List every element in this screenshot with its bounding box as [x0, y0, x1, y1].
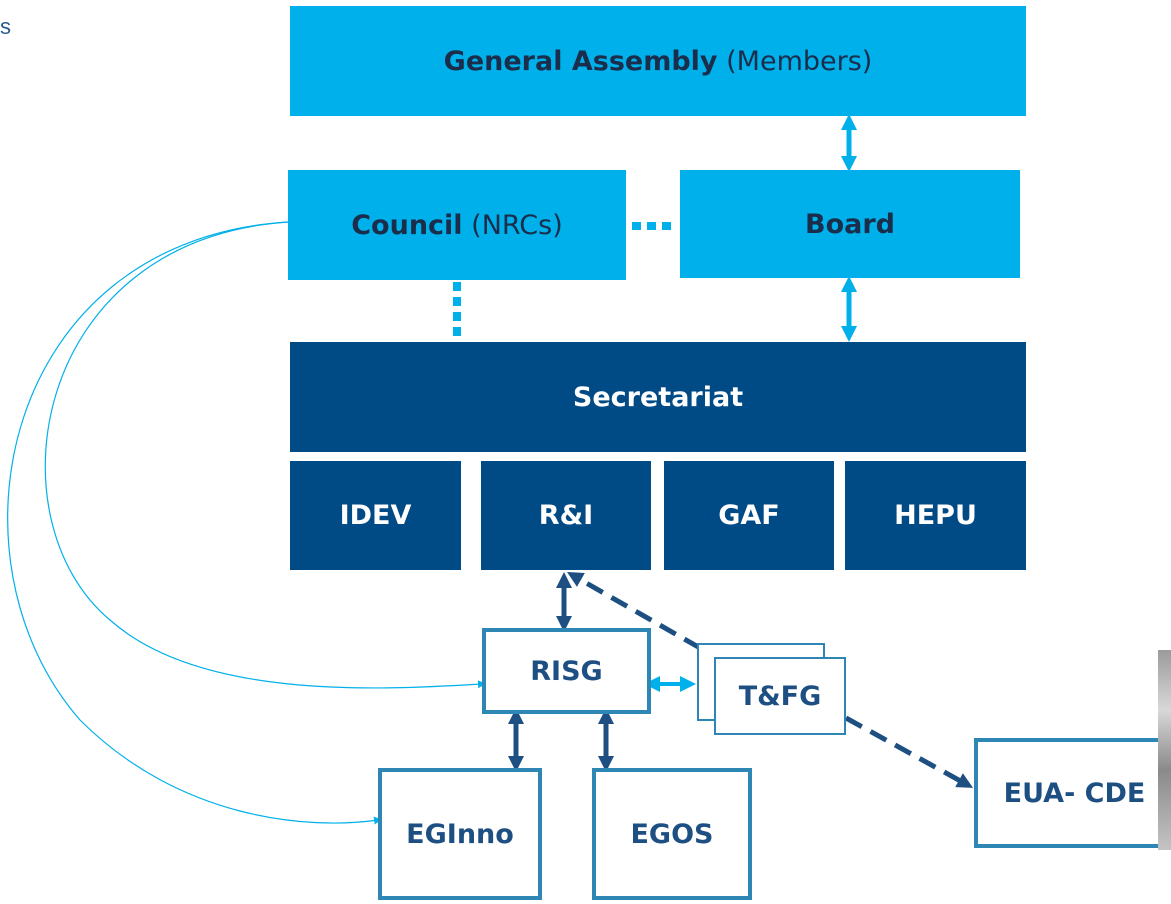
board-box: Board: [680, 170, 1020, 278]
tfg-box: T&FG: [714, 657, 846, 735]
unit-gaf-box: GAF: [664, 461, 834, 570]
eua-cde-title: EUA- CDE: [1003, 777, 1146, 809]
council-to-risg-curve: [44, 221, 486, 689]
general-assembly-title: General Assembly: [443, 45, 718, 77]
eginno-box: EGInno: [378, 768, 542, 900]
secretariat-box: Secretariat: [290, 342, 1026, 452]
eua-cde-box: EUA- CDE: [974, 738, 1171, 848]
unit-idev-box: IDEV: [290, 461, 461, 570]
corner-label: s: [0, 14, 11, 39]
unit-ri-box: R&I: [481, 461, 651, 570]
unit-gaf-label: GAF: [718, 500, 780, 531]
general-assembly-subtitle: (Members): [726, 45, 873, 77]
secretariat-title: Secretariat: [572, 381, 744, 413]
egos-title: EGOS: [630, 818, 714, 850]
tfg-eua-dashed-arrow: [844, 715, 974, 788]
ri-tfg-dashed-arrow: [567, 572, 702, 651]
general-assembly-box: General Assembly (Members): [290, 6, 1026, 116]
egos-box: EGOS: [592, 768, 752, 900]
council-subtitle: (NRCs): [471, 209, 563, 241]
unit-idev-label: IDEV: [339, 500, 412, 531]
risg-title: RISG: [530, 655, 603, 687]
board-title: Board: [805, 208, 895, 240]
eginno-title: EGInno: [406, 818, 514, 850]
council-box: Council (NRCs): [288, 170, 626, 280]
unit-hepu-label: HEPU: [894, 500, 977, 531]
tfg-title: T&FG: [738, 680, 822, 712]
council-to-eginno-curve: [7, 221, 382, 825]
partial-photo: [1158, 650, 1171, 850]
risg-box: RISG: [482, 628, 651, 714]
unit-ri-label: R&I: [538, 500, 594, 531]
council-title: Council: [351, 209, 463, 241]
unit-hepu-box: HEPU: [845, 461, 1026, 570]
